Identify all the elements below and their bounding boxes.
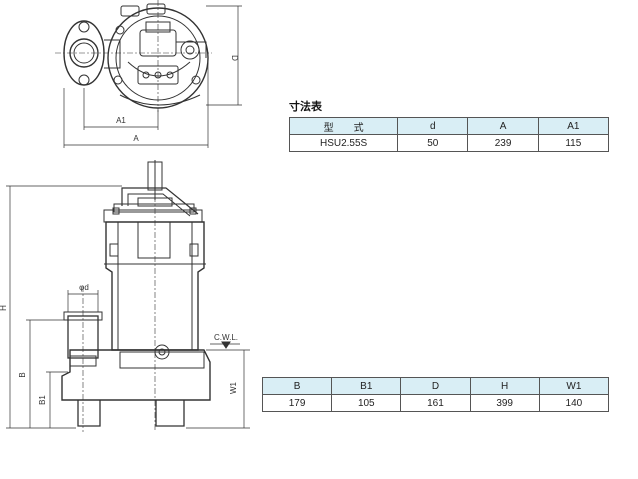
header-cell: B1 [331, 377, 402, 395]
dim-label-a1: A1 [116, 116, 126, 125]
header-cell: W1 [538, 377, 610, 395]
table-cell: 50 [397, 134, 469, 152]
side-view-dimensions [6, 185, 250, 429]
dim-label-phi-d: φd [79, 283, 89, 292]
header-cell: H [469, 377, 540, 395]
dim-label-d: D [230, 55, 239, 61]
dim-label-h: H [0, 305, 8, 311]
table-cell: 161 [400, 394, 471, 412]
table-header-row: 型 式 d A A1 [288, 117, 610, 135]
dim-label-w1: W1 [229, 381, 238, 394]
pump-top-view [55, 0, 212, 112]
dimension-table-1: 型 式 d A A1 HSU2.55S 50 239 115 [288, 117, 610, 152]
header-cell: d [397, 117, 469, 135]
header-cell: B [261, 377, 333, 395]
table-cell: 105 [331, 394, 402, 412]
dimension-table-2: B B1 D H W1 179 105 161 399 140 [261, 377, 610, 412]
table-cell: 115 [537, 134, 610, 152]
header-cell: A [467, 117, 539, 135]
header-cell: 型 式 [288, 117, 399, 135]
header-cell: D [400, 377, 471, 395]
table-header-row: B B1 D H W1 [261, 377, 610, 395]
dim-label-b1: B1 [38, 395, 47, 405]
header-cell: A1 [537, 117, 610, 135]
dim-label-b: B [18, 372, 27, 377]
dimension-table-title: 寸法表 [289, 101, 322, 113]
pump-side-view [61, 160, 211, 432]
cwl-marker-icon [221, 341, 231, 349]
table-cell: 140 [538, 394, 610, 412]
table-cell: 399 [469, 394, 540, 412]
dim-label-a: A [133, 134, 139, 143]
table-cell: 179 [261, 394, 333, 412]
table-cell: 239 [467, 134, 539, 152]
top-view-dimensions [63, 5, 242, 148]
cwl-label: C.W.L. [214, 333, 238, 342]
table-cell: HSU2.55S [288, 134, 399, 152]
table-row: 179 105 161 399 140 [261, 394, 610, 412]
table-row: HSU2.55S 50 239 115 [288, 134, 610, 152]
